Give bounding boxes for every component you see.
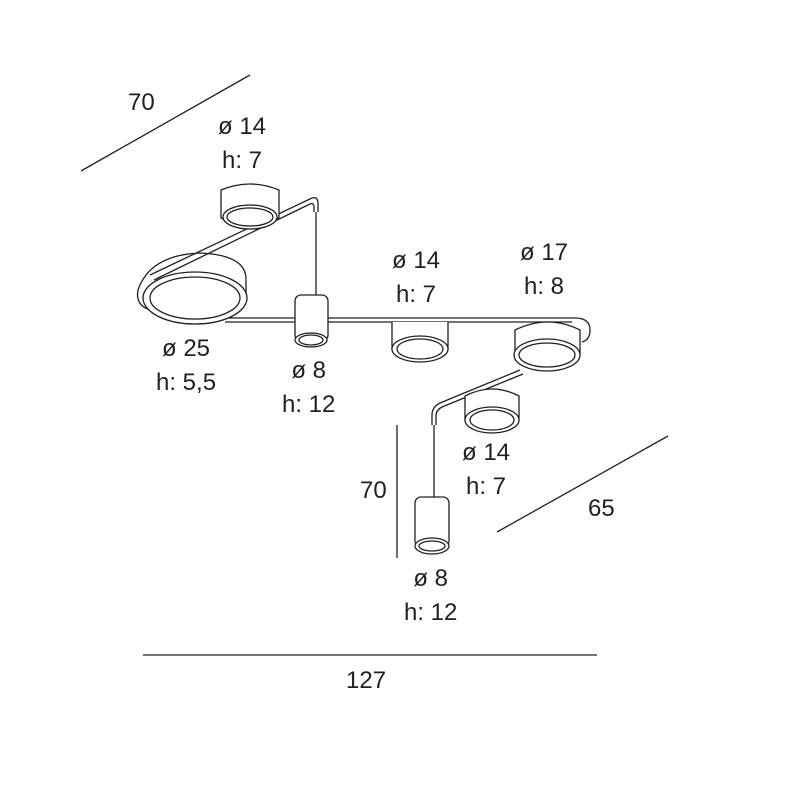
diameter-text: ø 8	[291, 357, 327, 384]
small-pendant-left-label: ø 8 h: 12	[282, 354, 335, 422]
top-spot-label: ø 14 h: 7	[218, 110, 266, 178]
lower-arm	[431, 369, 524, 498]
height-text: h: 12	[404, 599, 458, 626]
depth-dimension-line-right	[496, 435, 669, 533]
depth-dimension-line-top	[80, 74, 251, 172]
hanging-pendant-light	[414, 496, 450, 555]
right-spot-light	[513, 321, 581, 372]
height-text: h: 8	[524, 273, 565, 300]
large-disc-light	[136, 252, 248, 325]
hanging-pendant-label: ø 8 h: 12	[404, 562, 457, 630]
upper-arm	[149, 196, 319, 296]
center-spot-light	[391, 322, 449, 363]
diameter-text: ø 14	[218, 113, 267, 140]
diameter-text: ø 14	[392, 247, 441, 274]
diameter-text: ø 14	[462, 439, 511, 466]
depth-label-top: 70	[128, 89, 155, 116]
center-spot-label: ø 14 h: 7	[392, 244, 440, 312]
drop-label: 70	[360, 477, 387, 504]
depth-label-right: 65	[588, 495, 615, 522]
height-text: h: 7	[222, 147, 263, 174]
lower-right-spot-label: ø 14 h: 7	[462, 436, 510, 504]
right-spot-label: ø 17 h: 8	[520, 236, 568, 304]
top-spot-light	[220, 183, 280, 230]
height-text: h: 7	[466, 473, 507, 500]
small-pendant-left-light	[294, 294, 329, 348]
height-text: h: 12	[282, 391, 336, 418]
lower-right-spot-light	[464, 388, 520, 434]
height-text: h: 5,5	[156, 369, 217, 396]
diameter-text: ø 25	[162, 335, 211, 362]
diameter-text: ø 8	[413, 565, 449, 592]
diameter-text: ø 17	[520, 239, 569, 266]
large-disc-label: ø 25 h: 5,5	[156, 332, 216, 400]
height-text: h: 7	[396, 281, 437, 308]
width-label: 127	[346, 667, 387, 694]
